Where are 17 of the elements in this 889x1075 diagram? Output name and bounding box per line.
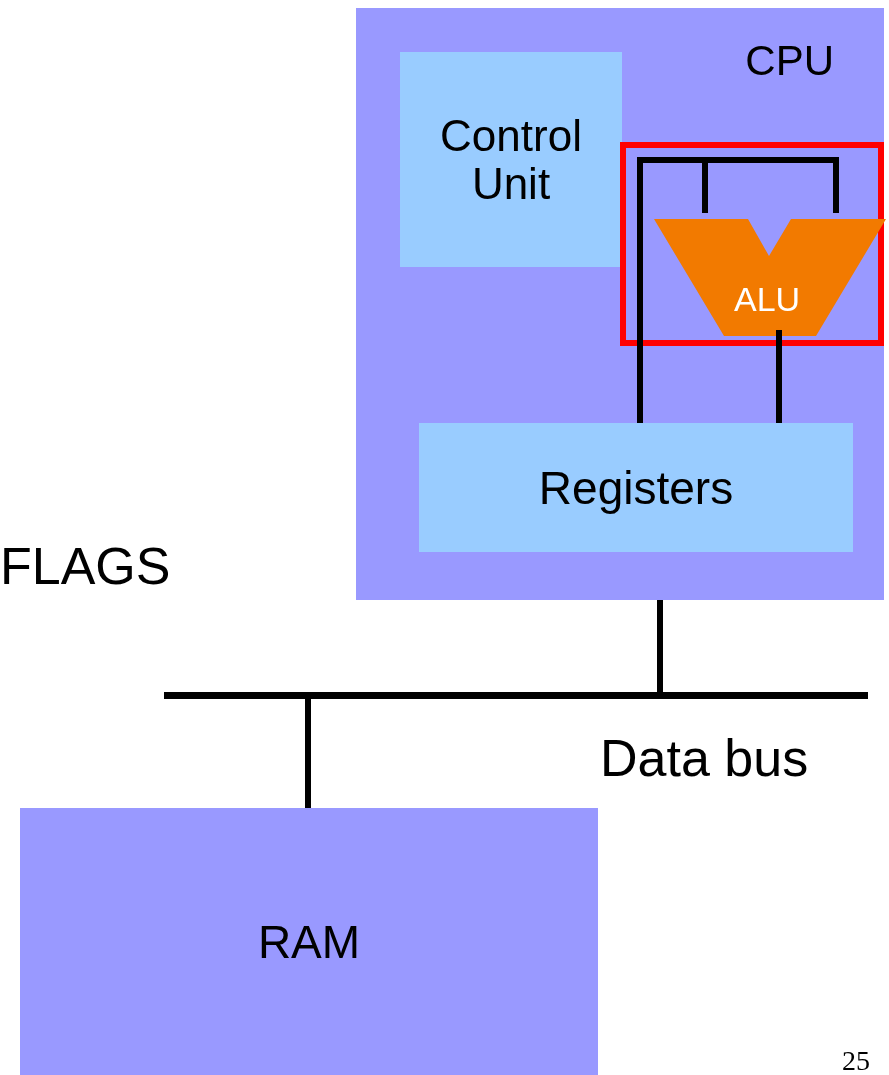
ram-box [20, 808, 598, 1075]
page-number: 25 [842, 1046, 870, 1075]
registers-label: Registers [538, 462, 734, 513]
registers-box [419, 423, 853, 552]
connector-line [637, 157, 839, 426]
alu-label: ALU [734, 281, 801, 319]
control-unit-box [400, 52, 622, 267]
connector-line [657, 600, 663, 692]
connector-line [305, 699, 311, 808]
flags-label: FLAGS [0, 538, 171, 596]
cpu-label: CPU [745, 38, 834, 85]
control-unit-label: Control Unit [439, 111, 583, 208]
cpu-box [356, 8, 884, 600]
bus-label: Data bus [600, 730, 809, 788]
connector-line [776, 330, 782, 423]
ram-label: RAM [257, 916, 361, 967]
highlight-frame [620, 142, 884, 346]
